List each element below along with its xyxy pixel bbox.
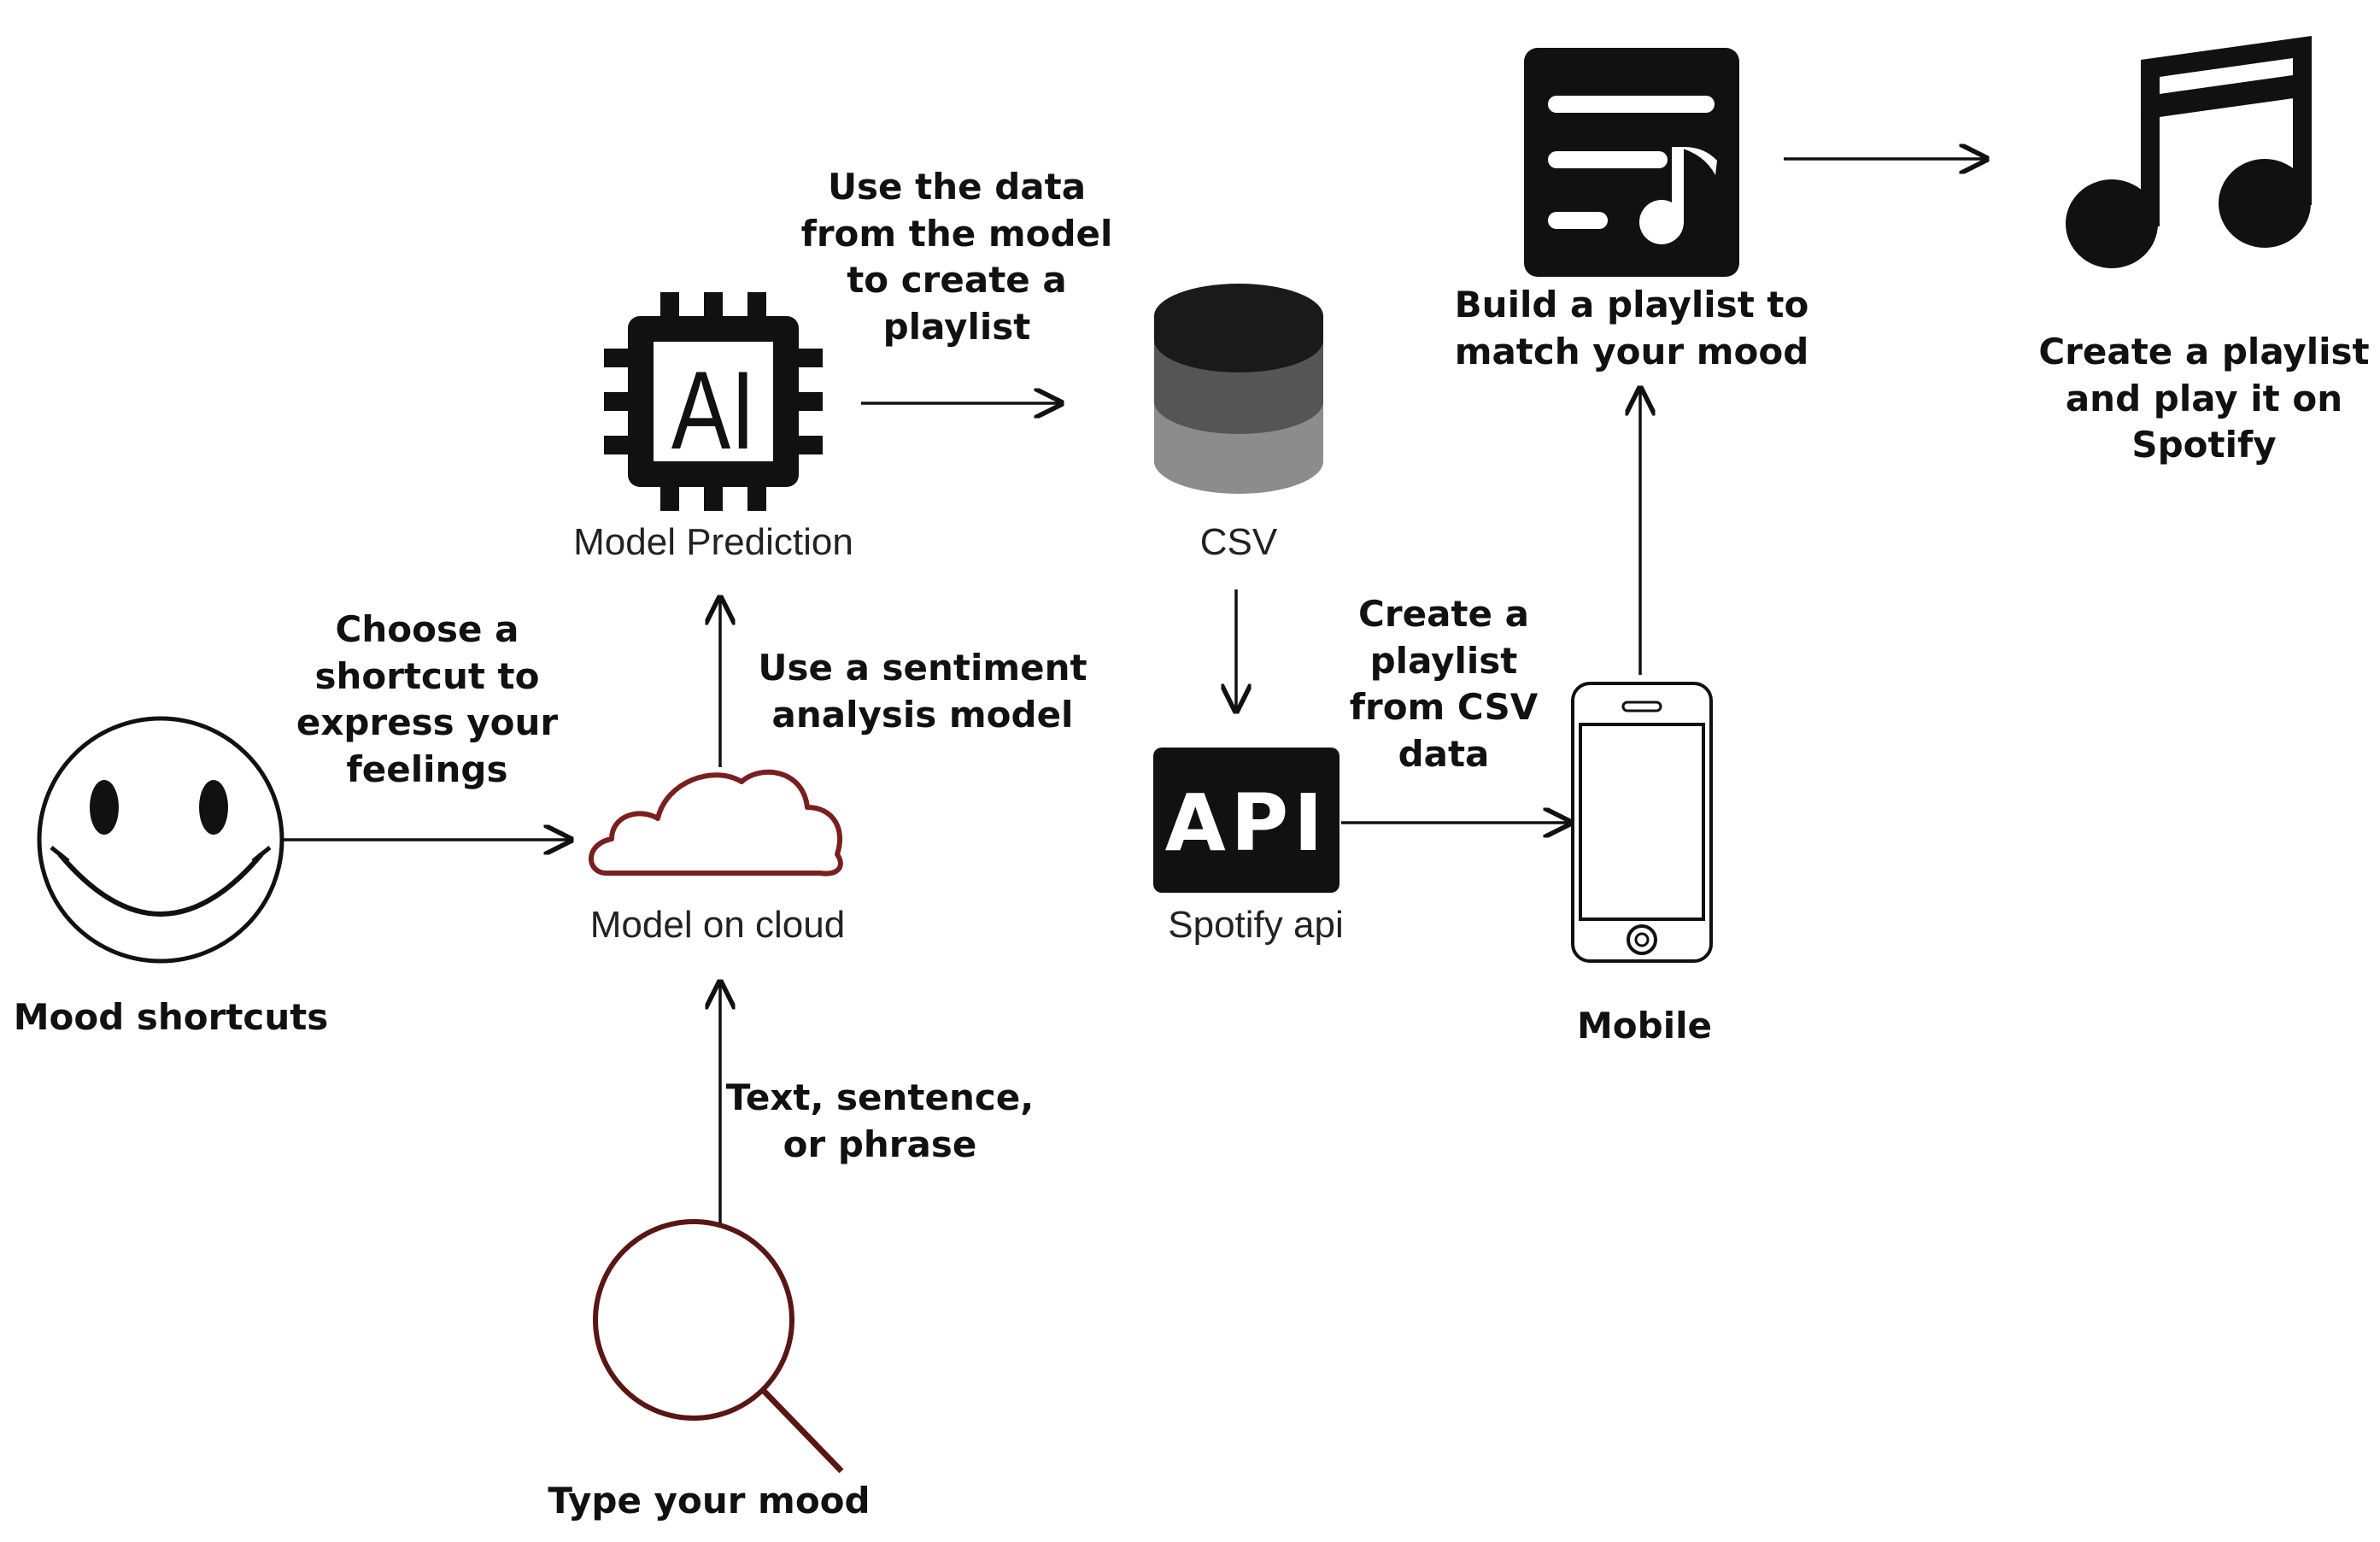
edge-label-prediction-to-csv: Use the data from the model to create a … bbox=[800, 166, 1113, 348]
ai-chip-text: AI bbox=[671, 348, 755, 472]
smartphone-icon bbox=[1571, 682, 1713, 963]
label-build-playlist: Build a playlist to match your mood bbox=[1454, 284, 1809, 372]
label-create-playlist: Create a playlist and play it on Spotify bbox=[2038, 331, 2370, 466]
label-csv: CSV bbox=[1199, 521, 1278, 563]
api-icon: API bbox=[1153, 748, 1339, 893]
edge-label-text-to-cloud: Text, sentence, or phrase bbox=[725, 1076, 1035, 1165]
ai-chip-icon: AI bbox=[604, 292, 823, 511]
edge-label-api-to-mobile: Create a playlist from CSV data bbox=[1349, 593, 1539, 775]
cloud-icon bbox=[589, 769, 843, 877]
music-notes-icon bbox=[2066, 36, 2312, 268]
label-mobile: Mobile bbox=[1577, 1005, 1712, 1047]
label-model-prediction: Model Prediction bbox=[573, 521, 853, 563]
api-icon-text: API bbox=[1165, 777, 1328, 869]
edge-label-shortcut-to-cloud: Choose a shortcut to express your feelin… bbox=[296, 608, 559, 790]
magnifier-icon bbox=[593, 1219, 844, 1474]
label-model-on-cloud: Model on cloud bbox=[589, 904, 846, 946]
database-icon bbox=[1154, 284, 1323, 494]
label-mood-shortcuts: Mood shortcuts bbox=[13, 996, 329, 1038]
playlist-icon bbox=[1524, 48, 1739, 277]
smiley-face-icon bbox=[37, 716, 284, 964]
edge-label-cloud-to-prediction: Use a sentiment analysis model bbox=[758, 647, 1087, 736]
label-spotify-api: Spotify api bbox=[1168, 904, 1344, 946]
label-type-your-mood: Type your mood bbox=[548, 1480, 871, 1521]
